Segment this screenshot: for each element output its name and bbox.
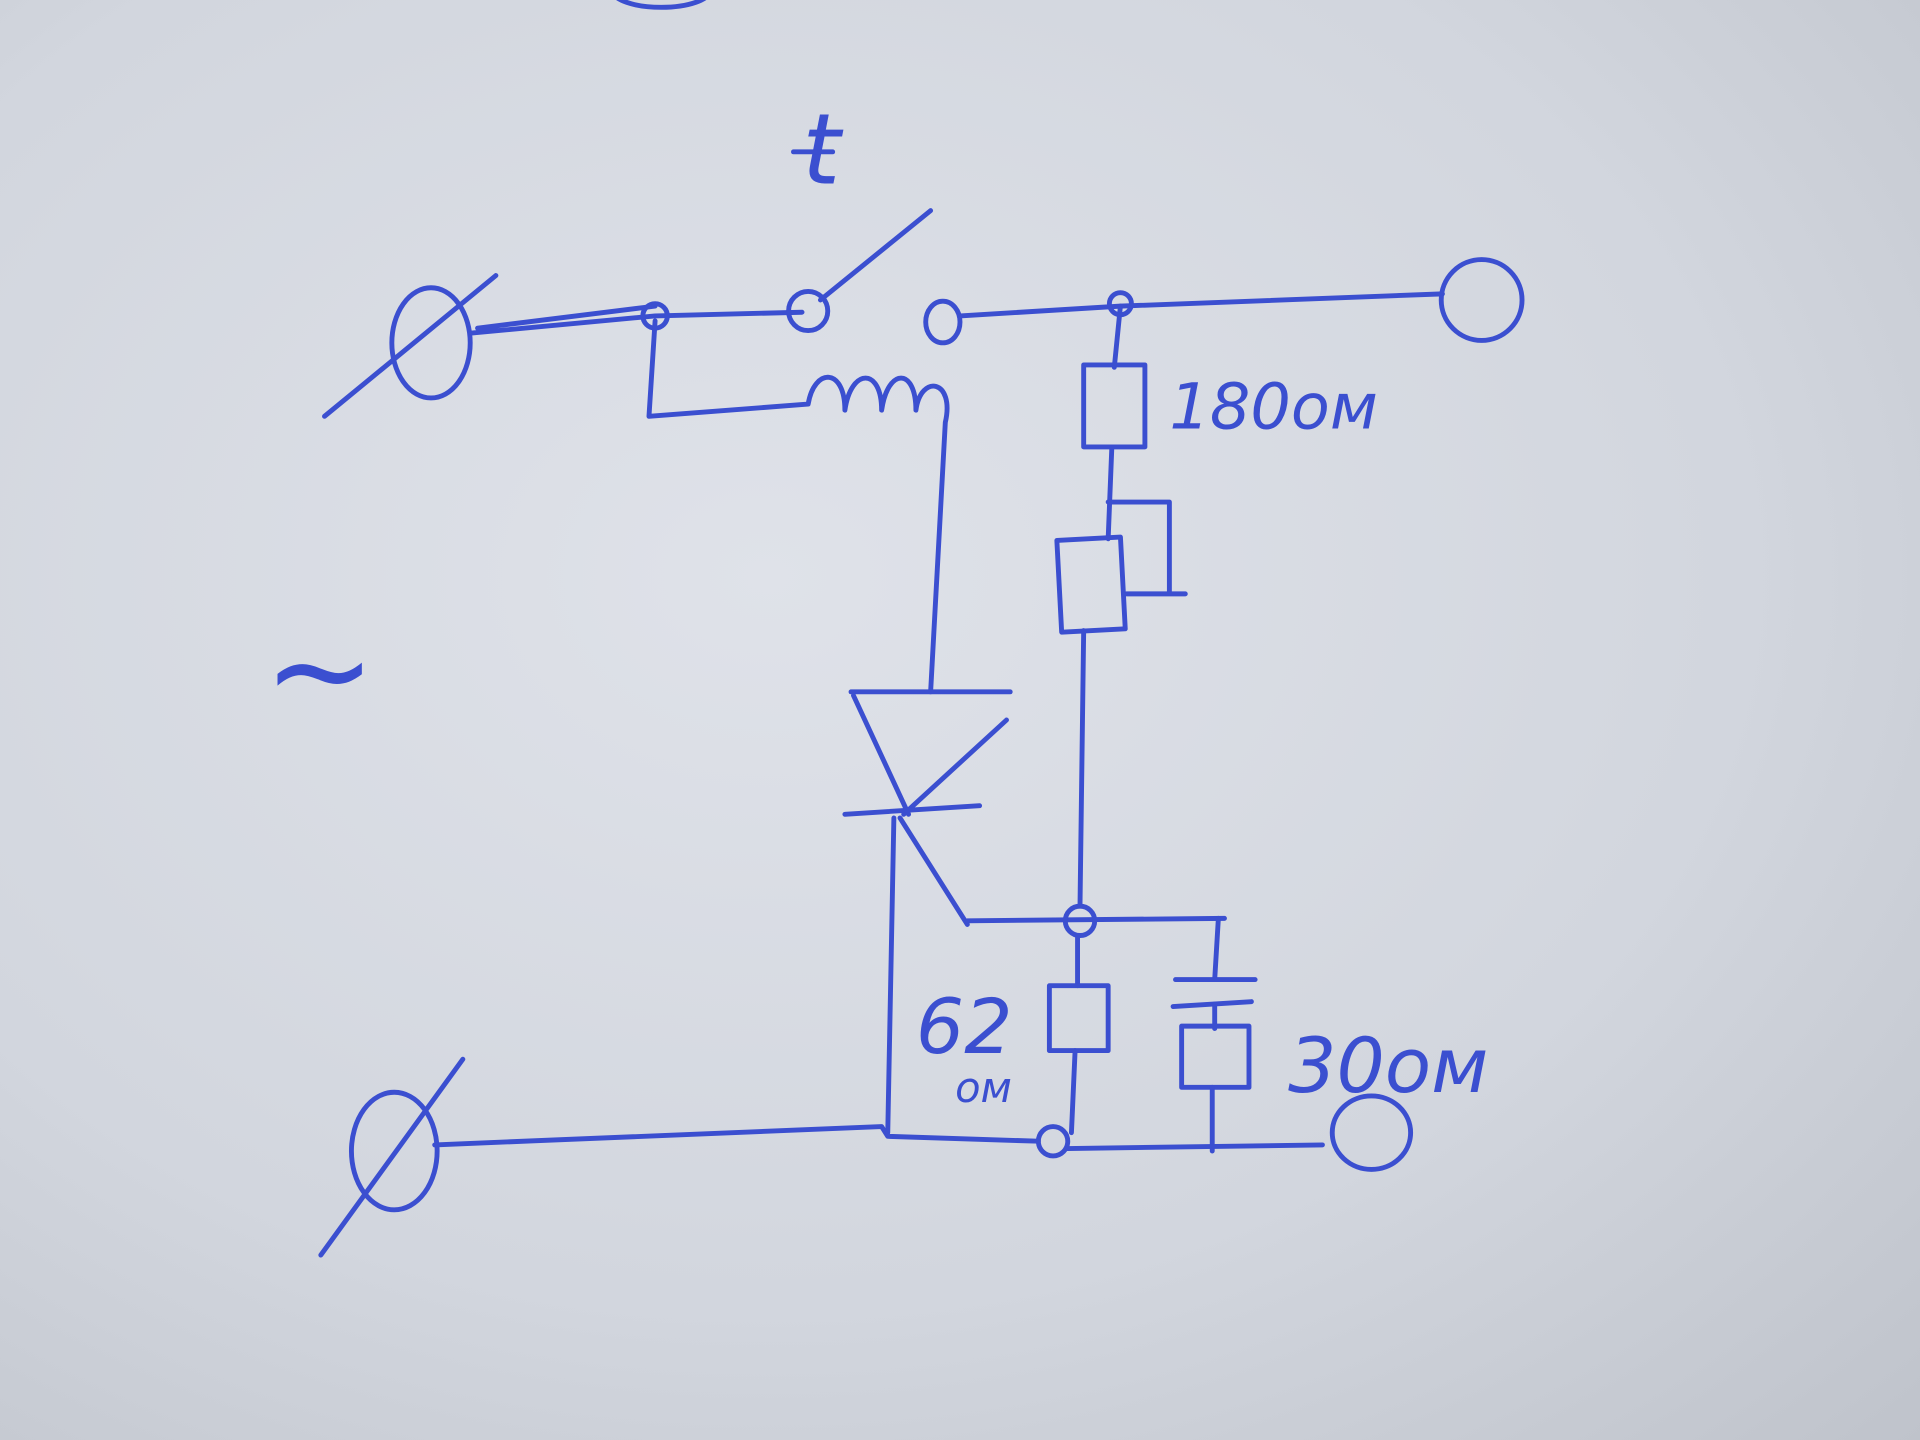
resistor-62-unit: ом <box>955 1063 1012 1112</box>
wire <box>1212 915 1221 983</box>
input-terminal-top <box>322 273 499 419</box>
wire <box>1068 1048 1078 1136</box>
top-wire-right <box>957 291 1445 319</box>
partial-circle-top <box>616 0 707 10</box>
output-terminal-top <box>1438 257 1525 343</box>
switch-blade <box>817 208 934 303</box>
output-terminal-bottom <box>1329 1093 1414 1172</box>
bottom-wire <box>432 1124 1325 1152</box>
wire <box>1105 444 1115 542</box>
heater-coil <box>646 318 950 695</box>
ac-symbol: ~ <box>263 591 376 748</box>
resistor-30 <box>1179 1023 1252 1090</box>
resistor-180-label: 180ом <box>1169 371 1377 445</box>
wire <box>1077 628 1087 909</box>
resistor-30-label: 30ом <box>1288 1022 1488 1110</box>
bottom-node <box>1035 1124 1071 1159</box>
resistor-62 <box>1046 983 1111 1054</box>
top-wire-left <box>468 303 805 336</box>
switch-contact <box>923 298 963 346</box>
triac-symbol <box>842 689 1013 1136</box>
switch-pivot <box>786 288 831 334</box>
resistor-180 <box>1081 362 1148 450</box>
resistor-62-value: 62 <box>916 983 1013 1071</box>
variable-resistor <box>1054 499 1188 635</box>
wire <box>1111 303 1123 370</box>
input-terminal-bottom <box>318 1056 466 1258</box>
